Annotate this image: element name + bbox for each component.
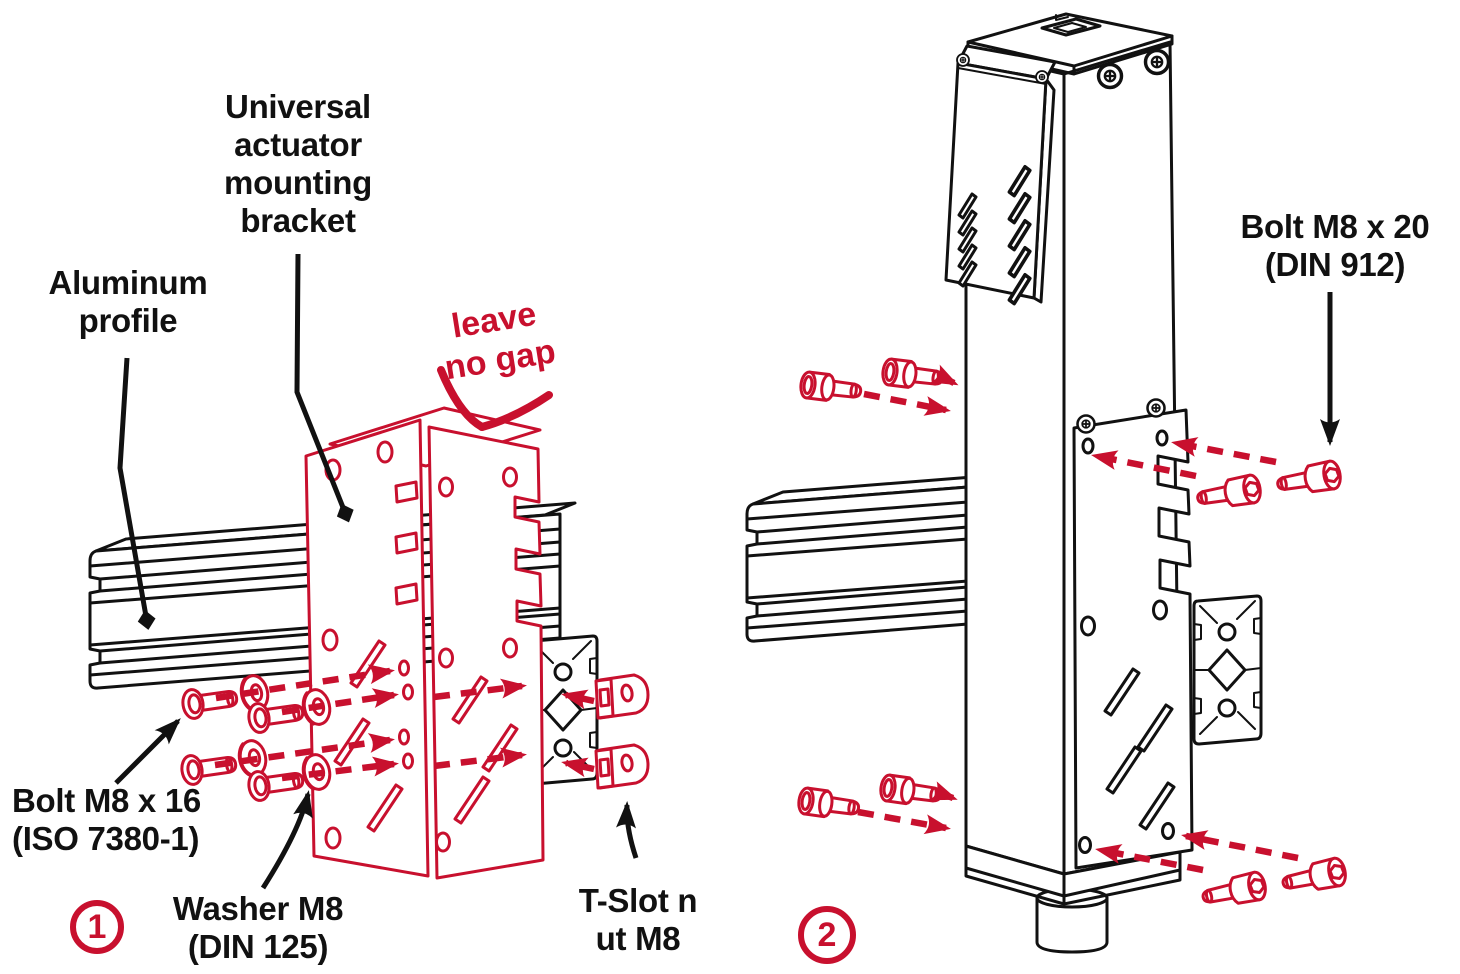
bolt-m8x16-line: (ISO 7380-1) bbox=[12, 820, 200, 857]
step2-profile-end-section bbox=[1192, 594, 1263, 746]
tslot-nut-line: T-Slot n bbox=[578, 882, 698, 919]
bolt-m8x20-line: (DIN 912) bbox=[1264, 246, 1406, 283]
profile-label-line: profile bbox=[78, 302, 178, 339]
step1-tslot-nuts bbox=[594, 673, 650, 790]
washer-label: Washer M8 (DIN 125) bbox=[128, 890, 388, 966]
step-2-number: 2 bbox=[817, 915, 837, 954]
tslot-nut-label: T-Slot n ut M8 bbox=[538, 882, 738, 958]
bolt-m8x16-line: Bolt M8 x 16 bbox=[12, 782, 201, 819]
washer-label-line: (DIN 125) bbox=[187, 928, 329, 965]
step2-aluminum-profile bbox=[745, 473, 1000, 643]
profile-label-line: Aluminum bbox=[48, 264, 208, 301]
bolt-m8x20-label: Bolt M8 x 20 (DIN 912) bbox=[1185, 208, 1460, 284]
step1-leader-lines bbox=[114, 253, 639, 890]
aluminum-profile-label: Aluminum profile bbox=[0, 264, 256, 340]
step1-assembly-arrows bbox=[214, 664, 595, 782]
bolt-m8x20-line: Bolt M8 x 20 bbox=[1240, 208, 1430, 245]
step2-assembly-arrows bbox=[857, 364, 1299, 874]
bolt-m8x16-label: Bolt M8 x 16 (ISO 7380-1) bbox=[12, 782, 272, 858]
step1-gap-swoosh bbox=[437, 366, 553, 431]
bracket-label-line: bracket bbox=[240, 202, 356, 239]
bracket-label: Universal actuator mounting bracket bbox=[148, 88, 448, 240]
tslot-nut-line: ut M8 bbox=[595, 920, 681, 957]
bracket-label-line: actuator bbox=[234, 126, 362, 163]
step-1-badge: 1 bbox=[70, 900, 124, 954]
bracket-label-line: mounting bbox=[224, 164, 372, 201]
bracket-label-line: Universal bbox=[225, 88, 371, 125]
step2-motor-cover bbox=[944, 44, 1057, 306]
step1-mounting-bracket bbox=[304, 406, 545, 880]
step2-mounting-bracket bbox=[1072, 398, 1194, 870]
step2-drawing bbox=[745, 12, 1350, 954]
washer-label-line: Washer M8 bbox=[172, 890, 344, 927]
step-1-number: 1 bbox=[87, 907, 107, 946]
step1-drawing bbox=[88, 253, 650, 890]
step-2-badge: 2 bbox=[798, 906, 856, 964]
